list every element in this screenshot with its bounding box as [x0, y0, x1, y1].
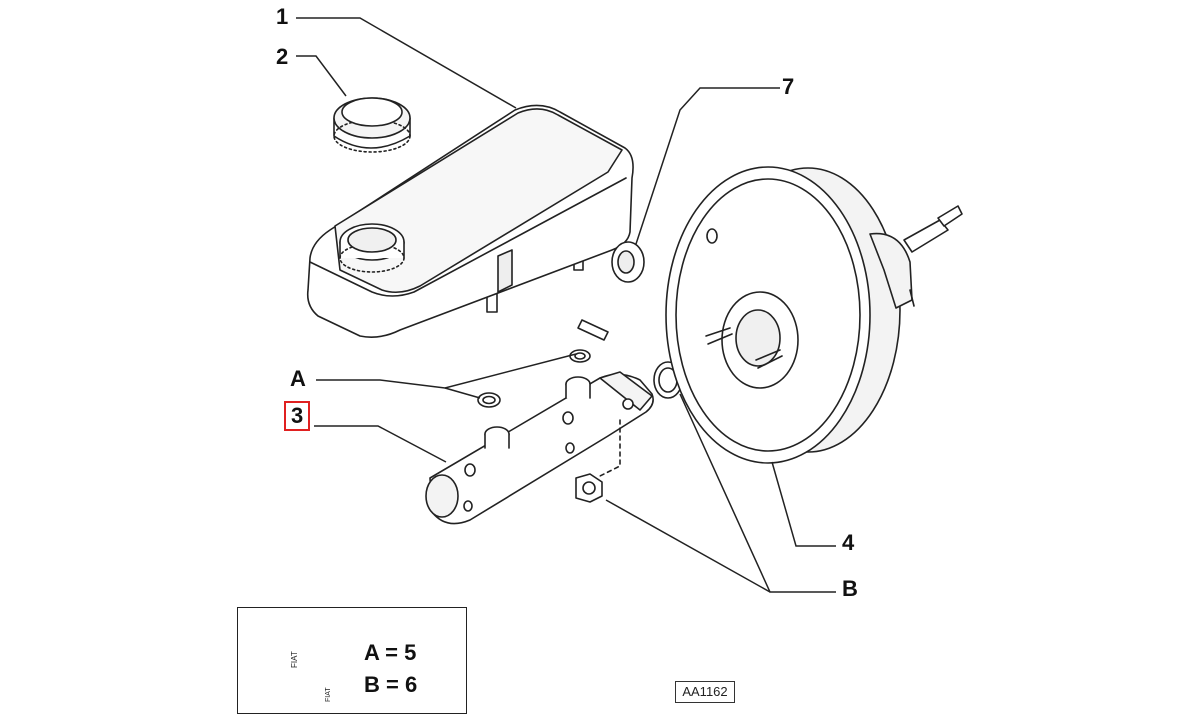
legend-line-b: B = 6 — [364, 672, 418, 697]
mounting-nut — [575, 473, 603, 503]
legend-line-a: A = 5 — [364, 640, 417, 665]
tube-label: FIAT — [290, 651, 299, 668]
legend-box: A = 5 B = 6 — [237, 607, 467, 714]
callout-b: B — [842, 576, 858, 601]
reference-code: AA1162 — [675, 681, 735, 703]
callout-1: 1 — [276, 4, 289, 29]
box-label: FIAT — [325, 687, 332, 702]
seal-rings — [477, 319, 609, 408]
brake-booster — [665, 166, 963, 464]
leader-lines — [296, 17, 836, 593]
callout-a: A — [290, 366, 306, 391]
master-cylinder — [425, 371, 654, 525]
brake-fluid-reservoir — [306, 104, 634, 338]
callout-4: 4 — [842, 530, 855, 555]
reservoir-cap — [333, 97, 411, 153]
vacuum-grommet — [611, 241, 645, 283]
callout-3: 3 — [284, 401, 311, 431]
callout-2: 2 — [276, 44, 289, 69]
callout-7: 7 — [782, 74, 795, 99]
